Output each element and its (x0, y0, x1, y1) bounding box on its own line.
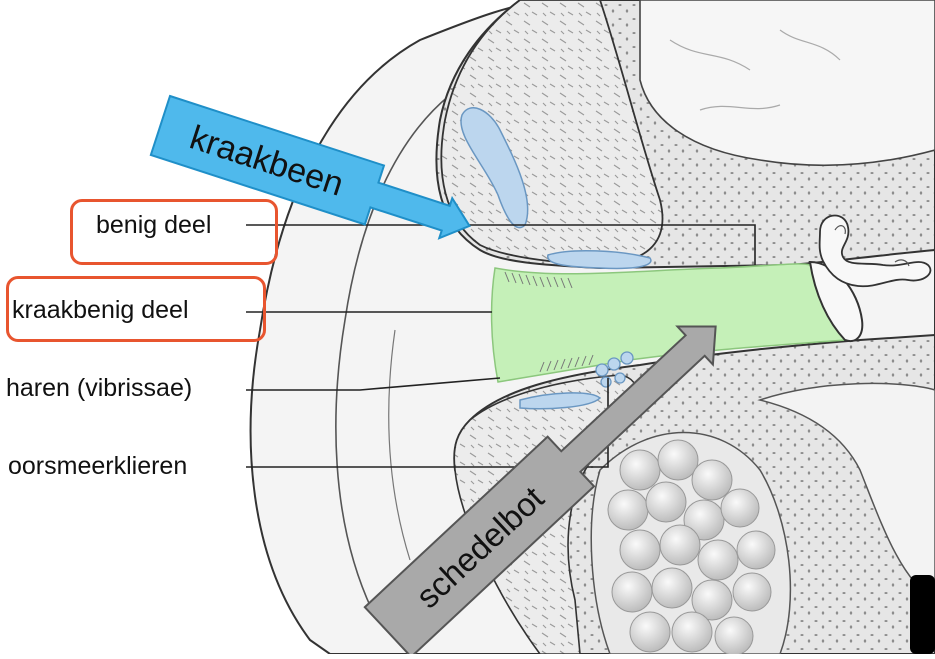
label-benig-deel: benig deel (96, 213, 211, 238)
corner-block (910, 575, 935, 654)
label-oorsmeerklieren: oorsmeerklieren (8, 454, 187, 479)
label-kraakbenig-deel: kraakbenig deel (12, 298, 189, 323)
label-haren: haren (vibrissae) (6, 376, 192, 401)
